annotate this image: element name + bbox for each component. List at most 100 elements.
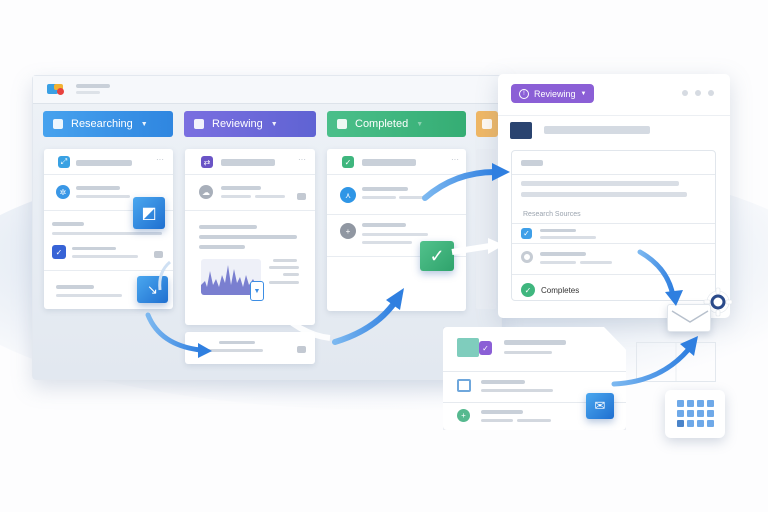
checkbox-empty[interactable] (457, 379, 471, 392)
text-placeholder (72, 247, 116, 250)
input-row[interactable] (512, 151, 715, 175)
text-placeholder (362, 233, 428, 236)
card-header[interactable]: ✓ ··· (327, 149, 466, 175)
section-label: Research Sources (523, 211, 581, 218)
text-placeholder (269, 281, 299, 284)
board-title-bar (33, 76, 501, 104)
avatar (510, 122, 532, 139)
text-placeholder (199, 235, 297, 239)
text-placeholder (199, 225, 257, 229)
column-completed: ✓ ··· ⋏ + (327, 149, 466, 311)
card-item[interactable]: ✲ (44, 175, 173, 211)
calendar-widget[interactable] (665, 390, 725, 438)
source-row[interactable] (512, 243, 715, 273)
text-placeholder (481, 380, 525, 384)
column-header-reviewing[interactable]: Reviewing ▼ (184, 111, 316, 137)
text-placeholder (399, 196, 427, 199)
attachment-icon (297, 346, 306, 353)
text-placeholder (221, 186, 261, 190)
chevron-down-icon[interactable]: ▼ (140, 120, 148, 128)
card-header[interactable]: ⤢ ··· (44, 149, 173, 175)
column-reviewing: ⇄ ··· ☁ ▼ (185, 149, 315, 325)
calendar-grid-icon (677, 400, 714, 427)
column-header-completed[interactable]: Completed ▼ (327, 111, 466, 137)
title-placeholder (76, 84, 110, 88)
text-placeholder (521, 192, 687, 197)
status-label: Reviewing (534, 88, 576, 99)
thumbnail (457, 338, 479, 357)
more-icon[interactable]: ··· (156, 155, 164, 164)
card-item[interactable]: ☁ (185, 175, 315, 211)
card-item[interactable]: + (327, 215, 466, 257)
card-title-placeholder (76, 160, 132, 166)
checkbox-checked-icon: ✓ (342, 156, 354, 168)
text-placeholder (221, 195, 251, 198)
card-item[interactable]: ▼ (185, 211, 315, 325)
navigation-icon: ⋏ (340, 187, 356, 203)
text-placeholder (56, 285, 94, 289)
text-placeholder (199, 245, 245, 249)
radio-icon[interactable] (521, 251, 533, 263)
info-icon: ! (519, 88, 529, 99)
more-icon[interactable]: ··· (451, 155, 459, 164)
text-placeholder (504, 351, 552, 354)
card-item[interactable]: ⋏ (327, 175, 466, 215)
card-header[interactable]: ⇄ ··· (185, 149, 315, 175)
text-placeholder (540, 252, 586, 256)
column-title: Reviewing (212, 118, 263, 130)
completed-label: Completes (541, 286, 580, 295)
more-icon[interactable]: ··· (298, 155, 306, 164)
window-dot[interactable] (682, 90, 688, 96)
card-item-bottom[interactable] (185, 332, 315, 364)
app-logo-icon (47, 84, 65, 95)
text-placeholder (362, 196, 396, 199)
text-placeholder (269, 266, 299, 269)
edit-icon[interactable]: ◩ (133, 197, 165, 229)
text-placeholder (72, 255, 138, 258)
expand-icon: ⤢ (58, 156, 70, 168)
checkbox-checked[interactable]: ✓ (479, 341, 492, 355)
checkbox-checked[interactable]: ✓ (52, 245, 66, 259)
text-placeholder (362, 241, 412, 244)
text-placeholder (521, 160, 543, 166)
column-title: Completed (355, 118, 409, 130)
text-placeholder (273, 259, 297, 262)
source-row[interactable]: ✓ (512, 223, 715, 243)
text-placeholder (52, 232, 162, 235)
status-dropdown[interactable]: ! Reviewing ▼ (511, 84, 595, 103)
phone-icon: ▼ (250, 281, 264, 301)
chevron-down-icon[interactable]: ▼ (270, 120, 278, 128)
completed-check-icon[interactable]: ✓ (420, 241, 454, 271)
text-placeholder (481, 419, 513, 422)
checkbox-checked[interactable]: ✓ (521, 228, 532, 239)
text-placeholder (540, 261, 576, 264)
text-placeholder (517, 419, 551, 422)
check-circle-icon: ✓ (521, 283, 535, 297)
divider (512, 223, 715, 224)
window-dot[interactable] (695, 90, 701, 96)
add-circle-icon: + (457, 409, 470, 422)
text-placeholder (283, 273, 299, 276)
check-arrow-icon[interactable]: ↘ (137, 276, 168, 303)
mail-envelope-icon[interactable] (667, 304, 711, 332)
ghost-grid (636, 342, 716, 382)
text-placeholder (205, 349, 263, 352)
settings-gear-icon[interactable] (703, 287, 733, 317)
column-header-partial[interactable] (476, 111, 498, 137)
text-placeholder (481, 410, 523, 414)
chevron-down-icon: ▼ (580, 90, 587, 97)
column-header-researching[interactable]: Researching ▼ (43, 111, 173, 137)
cloud-icon: ☁ (199, 185, 213, 199)
text-placeholder (540, 236, 596, 239)
window-dot[interactable] (708, 90, 714, 96)
mail-icon[interactable]: ✉ (586, 393, 614, 419)
card-item[interactable]: ✓ (44, 211, 173, 271)
text-placeholder (219, 341, 255, 344)
column-partial (476, 149, 496, 309)
check-box-icon (337, 119, 347, 129)
card-item[interactable] (44, 271, 173, 309)
text-placeholder (362, 223, 406, 227)
divider (443, 402, 626, 403)
chevron-down-icon[interactable]: ▼ (416, 120, 424, 128)
divider (512, 243, 715, 244)
